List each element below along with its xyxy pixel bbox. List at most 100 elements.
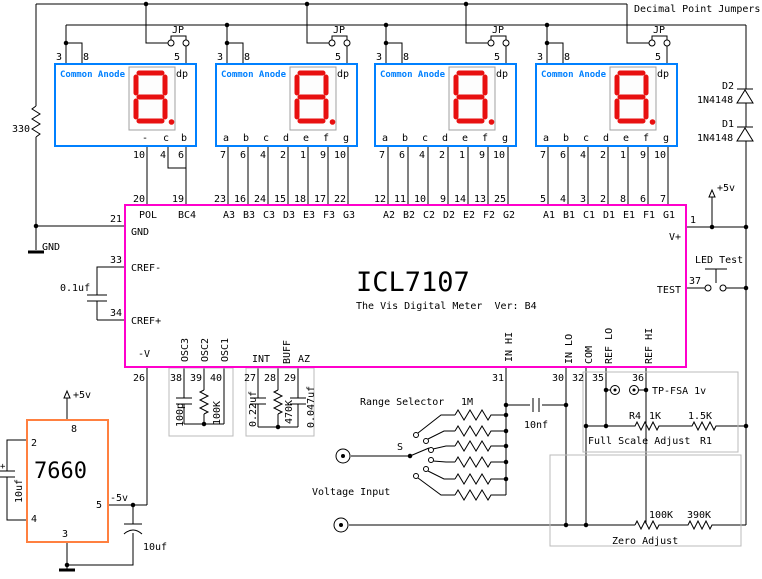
chip-pin-label: E1 xyxy=(623,210,635,221)
range-switch-contact xyxy=(428,457,434,463)
chip-pin-number: 4 xyxy=(560,194,566,205)
jumper-label: JP xyxy=(653,25,665,36)
segment-pin-number: 10 xyxy=(334,150,346,161)
segment-pin-number: 2 xyxy=(600,150,606,161)
chip-pin-label: OSC1 xyxy=(220,338,231,362)
segment-label: d xyxy=(442,133,448,144)
dp-label: dp xyxy=(496,69,508,80)
wire-right-rail xyxy=(686,25,747,525)
chip-pin-label: E2 xyxy=(463,210,475,221)
chip-pin-number: 1 xyxy=(690,215,696,226)
segment-label: g xyxy=(663,133,669,144)
test-point-reflo-pin xyxy=(613,388,617,392)
dp-label: dp xyxy=(337,69,349,80)
wire-top-buses xyxy=(35,3,746,250)
zero-adjust-group-box xyxy=(549,454,742,547)
u7660-pin8: 8 xyxy=(71,424,77,435)
segment-pin-number: 6 xyxy=(178,150,184,161)
display-outline xyxy=(535,63,678,147)
display-3-wires xyxy=(385,4,507,64)
segment-pin-number: 4 xyxy=(160,150,166,161)
seven-segment-digit xyxy=(453,70,488,124)
segment-pin-number: 7 xyxy=(220,150,226,161)
chip-pin-number: 15 xyxy=(274,194,286,205)
segment-pin-number: 4 xyxy=(419,150,425,161)
decimal-point xyxy=(168,119,175,125)
segment-pin-number: 1 xyxy=(620,150,626,161)
chip-pin-number: 17 xyxy=(314,194,326,205)
chip-pin-label: REF LO xyxy=(604,328,615,364)
display-1-wires xyxy=(65,4,187,64)
jumper-terminal xyxy=(487,39,495,47)
dp-pin5-label: 5 xyxy=(494,52,500,63)
resistor-r1-ref: R1 xyxy=(700,436,712,447)
display-outline xyxy=(374,63,517,147)
segment-label: e xyxy=(623,133,629,144)
cap-10uf-right-curve xyxy=(123,529,143,535)
display-3: JP 3 8 5 Common Anode dp a b c d e f g 7… xyxy=(374,4,517,161)
chip-pin-label: AZ xyxy=(298,354,310,365)
chip-pin-label: G3 xyxy=(343,210,355,221)
chip-name: ICL7107 xyxy=(356,267,470,298)
chip-pin-label: F2 xyxy=(483,210,495,221)
u7660-pin2: 2 xyxy=(31,438,37,449)
range-switch-contact xyxy=(413,432,419,438)
chip-pin-number: 6 xyxy=(640,194,646,205)
chip-pin-number: 13 xyxy=(474,194,486,205)
segment-pin-number: 4 xyxy=(260,150,266,161)
segment-label: f xyxy=(482,133,488,144)
zero-resistor-390k-value: 390K xyxy=(687,510,711,521)
resistor-r4-value: 1K xyxy=(649,411,661,422)
diode-d2-ref: D2 xyxy=(722,81,734,92)
chip-pin-label: G2 xyxy=(503,210,515,221)
plus5v-arrow-7660 xyxy=(63,389,71,399)
chip-pin-number: 3 xyxy=(580,194,586,205)
chip-pin-label: CREF+ xyxy=(131,316,161,327)
chip-top-pin-numbers: 20 19 23 16 24 15 18 17 22 12 11 10 9 14… xyxy=(133,194,666,205)
chip-pin-number: 19 xyxy=(172,194,184,205)
chip-pin-label: REF HI xyxy=(644,328,655,364)
chip-pin-label: INT xyxy=(252,354,270,365)
jumper-label: JP xyxy=(492,25,504,36)
segment-label: b xyxy=(402,133,408,144)
jumper-terminal xyxy=(182,39,190,47)
led-test-button-terminal xyxy=(704,284,712,292)
wire-cref-cap xyxy=(87,266,125,321)
chip-pin-number: 16 xyxy=(234,194,246,205)
dp-pin5-label: 5 xyxy=(655,52,661,63)
chip-pin-number: 10 xyxy=(414,194,426,205)
jumper-terminal xyxy=(663,39,671,47)
diode-d1-ref: D1 xyxy=(722,119,734,130)
decimal-point xyxy=(649,119,656,125)
chip-pin-label: F1 xyxy=(643,210,655,221)
jumper-label: JP xyxy=(333,25,345,36)
common-anode-label: Common Anode xyxy=(380,70,446,80)
chip-bottom-pin-labels: -V OSC3 OSC2 OSC1 INT BUFF AZ IN HI IN L… xyxy=(138,328,655,365)
range-selector-label: Range Selector xyxy=(360,397,444,408)
chip-pin-number: 24 xyxy=(254,194,266,205)
chip-pin-number: 35 xyxy=(592,373,604,384)
diode-bars xyxy=(737,88,753,128)
segment-label: e xyxy=(462,133,468,144)
chip-pin-number: 37 xyxy=(689,276,701,287)
chip-pin-label: V+ xyxy=(669,232,681,243)
segment-pin-number: 7 xyxy=(379,150,385,161)
segment-label: f xyxy=(323,133,329,144)
seven-segment-digit xyxy=(614,70,649,124)
chip-pin-label: OSC3 xyxy=(180,338,191,362)
segment-pin-number: 6 xyxy=(240,150,246,161)
segment-label: a xyxy=(223,133,229,144)
resistor-470k xyxy=(272,389,284,415)
jumper-terminal xyxy=(502,39,510,47)
jumper-terminal xyxy=(648,39,656,47)
anode-pin3-label: 3 xyxy=(537,52,543,63)
segment-label: b xyxy=(563,133,569,144)
segment-label: c xyxy=(583,133,589,144)
common-anode-label: Common Anode xyxy=(541,70,607,80)
cref-cap-value: 0.1uf xyxy=(60,283,90,294)
icl7107-chip-outline xyxy=(124,204,687,368)
chip-pin-number: 2 xyxy=(600,194,606,205)
chip-pin-number: 8 xyxy=(620,194,626,205)
decimal-point xyxy=(488,119,495,125)
